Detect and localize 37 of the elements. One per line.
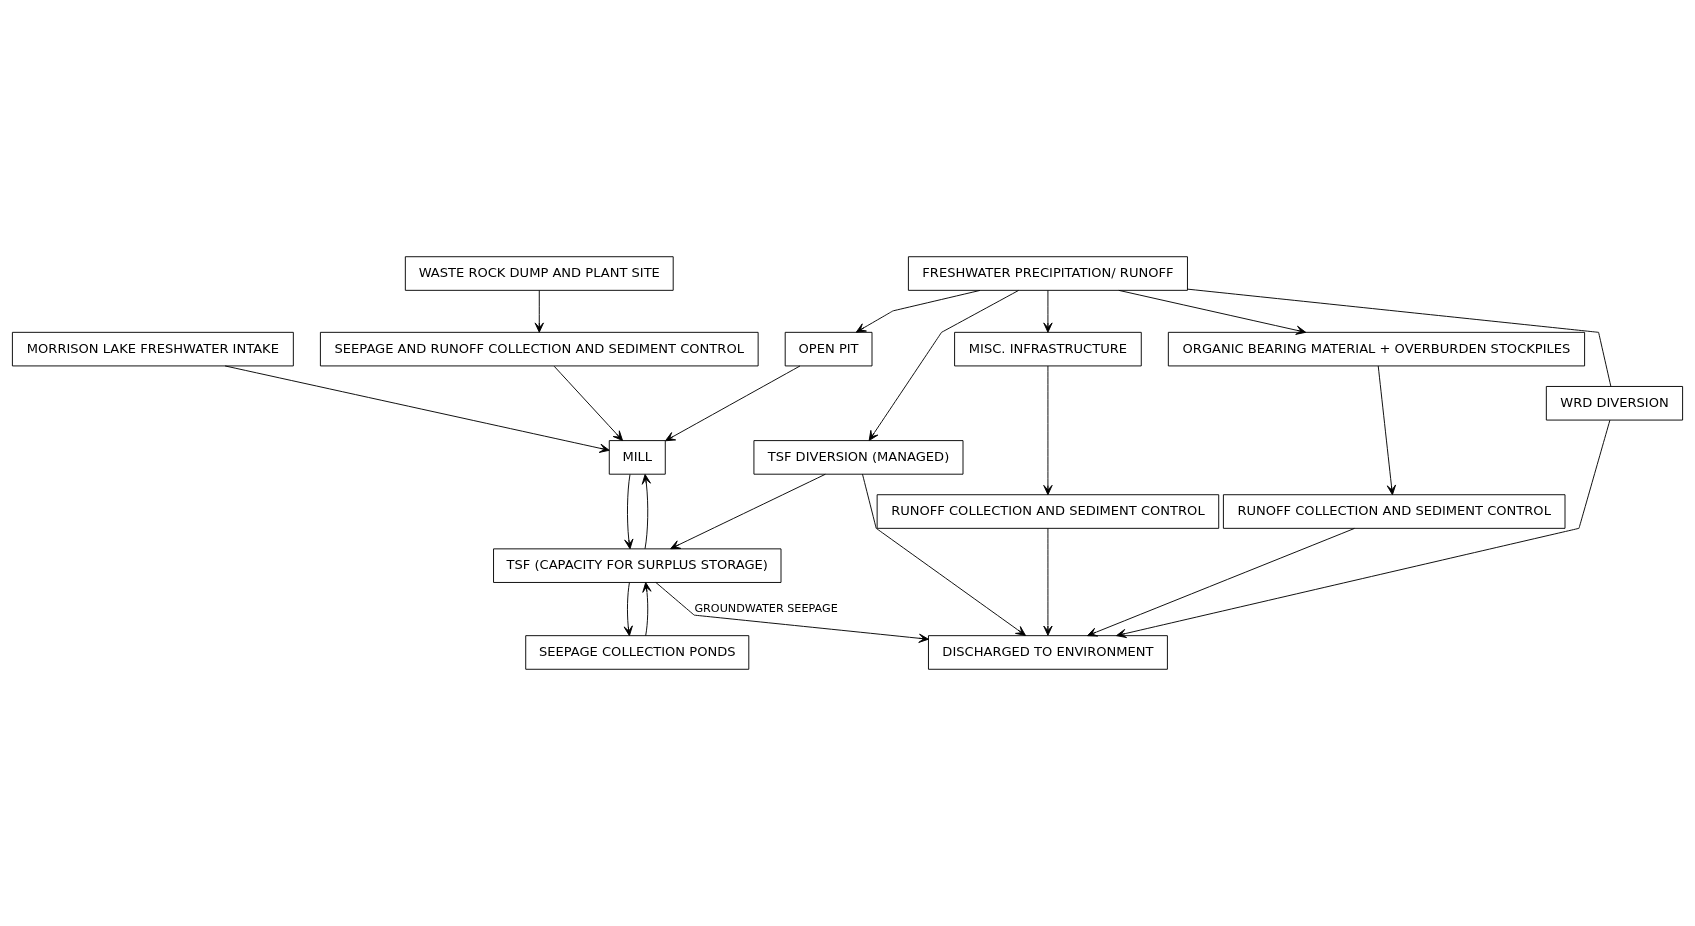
node-box: DISCHARGED TO ENVIRONMENT — [928, 635, 1168, 670]
arrow — [1043, 527, 1053, 636]
arrow — [1087, 527, 1355, 637]
arrow — [1116, 419, 1611, 639]
arrow — [641, 474, 651, 550]
arrow — [1377, 365, 1397, 496]
node-box: MISC. INFRASTRUCTURE — [954, 331, 1142, 367]
arrow — [553, 365, 624, 441]
node-box: MILL — [608, 440, 666, 475]
arrow — [1043, 290, 1053, 333]
edge-label: GROUNDWATER SEEPAGE — [694, 601, 838, 615]
arrow — [670, 473, 826, 550]
node-box: ORGANIC BEARING MATERIAL + OVERBURDEN STOCKPILES — [1167, 331, 1586, 367]
arrow — [224, 365, 610, 453]
node-box: TSF (CAPACITY FOR SURPLUS STORAGE) — [493, 548, 782, 583]
node-box: MORRISON LAKE FRESHWATER INTAKE — [11, 331, 294, 367]
arrow — [623, 582, 633, 637]
node-box: SEEPAGE AND RUNOFF COLLECTION AND SEDIMENT CONTROL — [319, 331, 759, 367]
node-box: RUNOFF COLLECTION AND SEDIMENT CONTROL — [876, 494, 1220, 529]
node-box: FRESHWATER PRECIPITATION/ RUNOFF — [907, 256, 1188, 291]
arrow — [868, 289, 1020, 441]
arrow — [665, 365, 801, 442]
arrow — [1043, 365, 1053, 496]
node-box: RUNOFF COLLECTION AND SEDIMENT CONTROL — [1222, 494, 1566, 529]
node-box: WASTE ROCK DUMP AND PLANT SITE — [404, 256, 674, 291]
node-box: TSF DIVERSION (MANAGED) — [753, 440, 964, 475]
connector — [1187, 288, 1612, 387]
arrow — [624, 474, 634, 550]
arrow — [534, 290, 544, 333]
arrow — [855, 289, 981, 333]
node-box: WRD DIVERSION — [1545, 386, 1684, 421]
node-box: SEEPAGE COLLECTION PONDS — [525, 635, 750, 670]
arrow — [642, 582, 652, 637]
arrow — [655, 582, 929, 643]
arrow — [1118, 289, 1307, 335]
arrow — [862, 473, 1026, 636]
node-box: OPEN PIT — [784, 331, 873, 367]
